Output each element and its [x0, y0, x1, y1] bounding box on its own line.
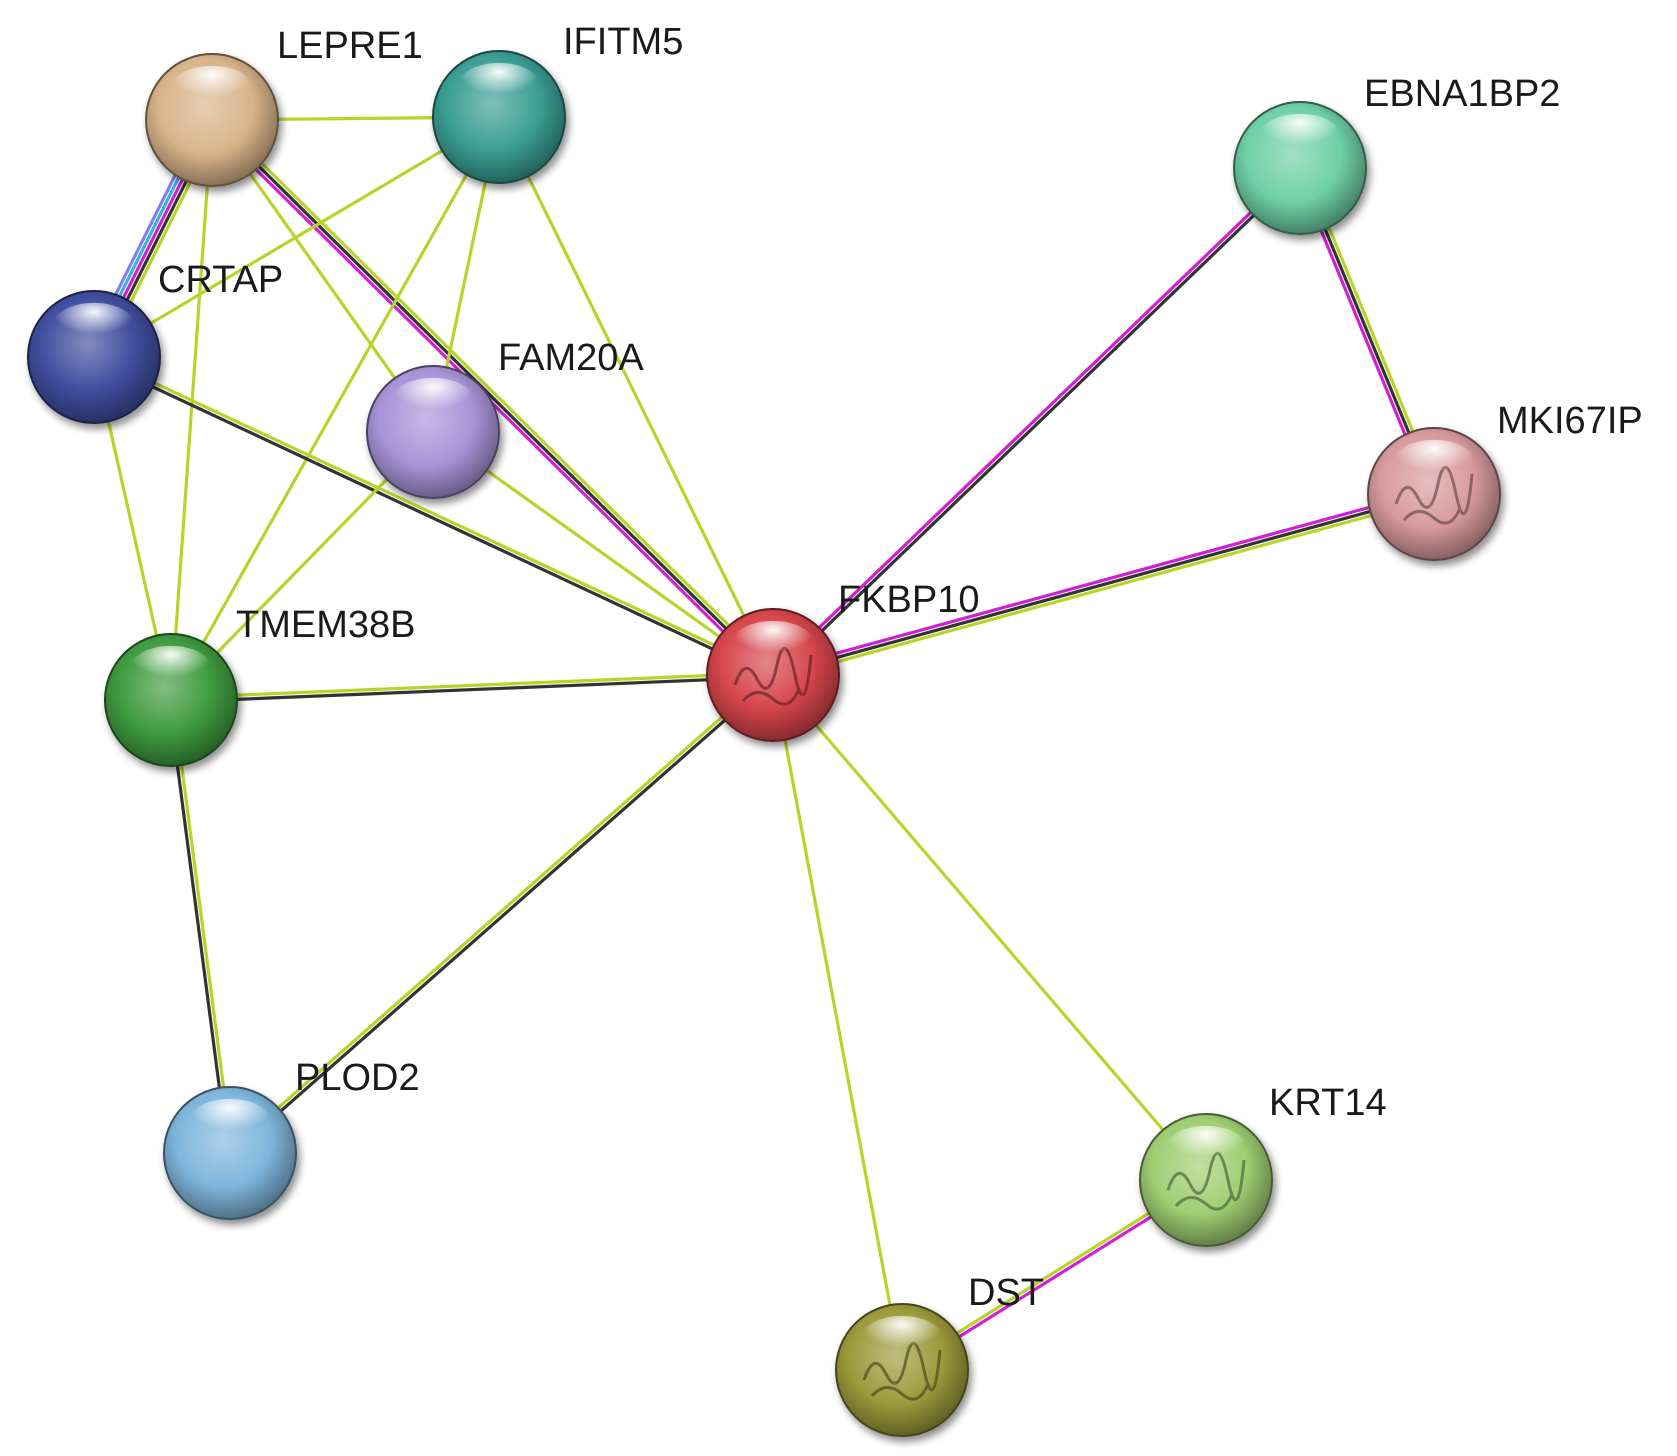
node-label-lepre1: LEPRE1 — [277, 25, 423, 67]
node-label-dst: DST — [968, 1272, 1044, 1314]
node-mki67ip[interactable] — [1367, 427, 1501, 561]
node-krt14[interactable] — [1139, 1113, 1273, 1247]
edge-line-textmining — [771, 673, 904, 1372]
edge-crtap-fkbp10[interactable] — [91, 353, 776, 679]
node-ebna1bp2[interactable] — [1233, 101, 1367, 235]
edge-line-textmining — [92, 115, 501, 359]
edge-line-textmining — [169, 118, 214, 702]
edge-tmem38b-plod2[interactable] — [167, 698, 234, 1155]
node-crtap[interactable] — [27, 290, 161, 424]
node-label-tmem38b: TMEM38B — [236, 604, 415, 646]
node-highlight — [53, 302, 135, 348]
edge-lepre1-tmem38b[interactable] — [169, 118, 214, 702]
node-label-ebna1bp2: EBNA1BP2 — [1364, 73, 1560, 115]
node-label-plod2: PLOD2 — [295, 1057, 420, 1099]
edge-line-textmining — [213, 115, 778, 674]
edge-fam20a-fkbp10[interactable] — [431, 430, 775, 677]
node-label-mki67ip: MKI67IP — [1497, 400, 1643, 442]
edge-line-textmining — [431, 430, 775, 677]
node-fam20a[interactable] — [366, 365, 500, 499]
edge-ifitm5-crtap[interactable] — [92, 115, 501, 359]
edge-line-coexpression — [167, 698, 230, 1155]
node-highlight — [458, 62, 540, 108]
node-highlight — [171, 65, 253, 111]
node-plod2[interactable] — [163, 1086, 297, 1220]
edge-lepre1-fkbp10[interactable] — [207, 115, 778, 680]
node-highlight — [1393, 439, 1475, 485]
node-highlight — [1165, 1125, 1247, 1171]
node-label-fam20a: FAM20A — [498, 337, 644, 379]
edge-line-textmining — [171, 698, 234, 1155]
edge-line-coexpression — [771, 492, 1436, 677]
edge-fkbp10-dst[interactable] — [771, 673, 904, 1372]
node-highlight — [130, 645, 212, 691]
edge-line-coexpression — [210, 118, 775, 677]
node-dst[interactable] — [835, 1303, 969, 1437]
edge-mki67ip-fkbp10[interactable] — [770, 488, 1437, 681]
node-fkbp10[interactable] — [706, 608, 840, 742]
edge-line-textmining — [169, 671, 775, 700]
edge-line-textmining — [497, 115, 775, 677]
node-label-ifitm5: IFITM5 — [563, 21, 683, 63]
node-tmem38b[interactable] — [104, 633, 238, 767]
edge-line-textmining — [771, 673, 1208, 1182]
node-ifitm5[interactable] — [432, 50, 566, 184]
edge-ebna1bp2-fkbp10[interactable] — [769, 164, 1304, 679]
edge-line-experimental — [770, 488, 1435, 673]
edge-line-coexpression — [229, 674, 776, 1157]
node-lepre1[interactable] — [145, 53, 279, 187]
edge-line-textmining — [227, 671, 774, 1154]
node-highlight — [1259, 113, 1341, 159]
edge-line-coexpression — [772, 167, 1304, 679]
node-label-krt14: KRT14 — [1269, 1082, 1387, 1124]
edge-line-textmining — [772, 496, 1437, 681]
edge-plod2-fkbp10[interactable] — [227, 671, 776, 1157]
node-highlight — [392, 377, 474, 423]
node-label-fkbp10: FKBP10 — [838, 579, 980, 621]
edge-line-experimental — [769, 164, 1301, 676]
node-label-crtap: CRTAP — [158, 259, 283, 301]
edge-line-textmining — [93, 353, 776, 675]
edge-line-coexpression — [169, 675, 775, 704]
node-highlight — [861, 1315, 943, 1361]
edge-fkbp10-krt14[interactable] — [771, 673, 1208, 1182]
node-highlight — [189, 1098, 271, 1144]
edge-line-coexpression — [91, 357, 774, 679]
edge-line-textmining — [169, 115, 501, 702]
node-highlight — [732, 620, 814, 666]
edge-ifitm5-tmem38b[interactable] — [169, 115, 501, 702]
edge-tmem38b-fkbp10[interactable] — [169, 671, 775, 704]
edge-ifitm5-fkbp10[interactable] — [497, 115, 775, 677]
